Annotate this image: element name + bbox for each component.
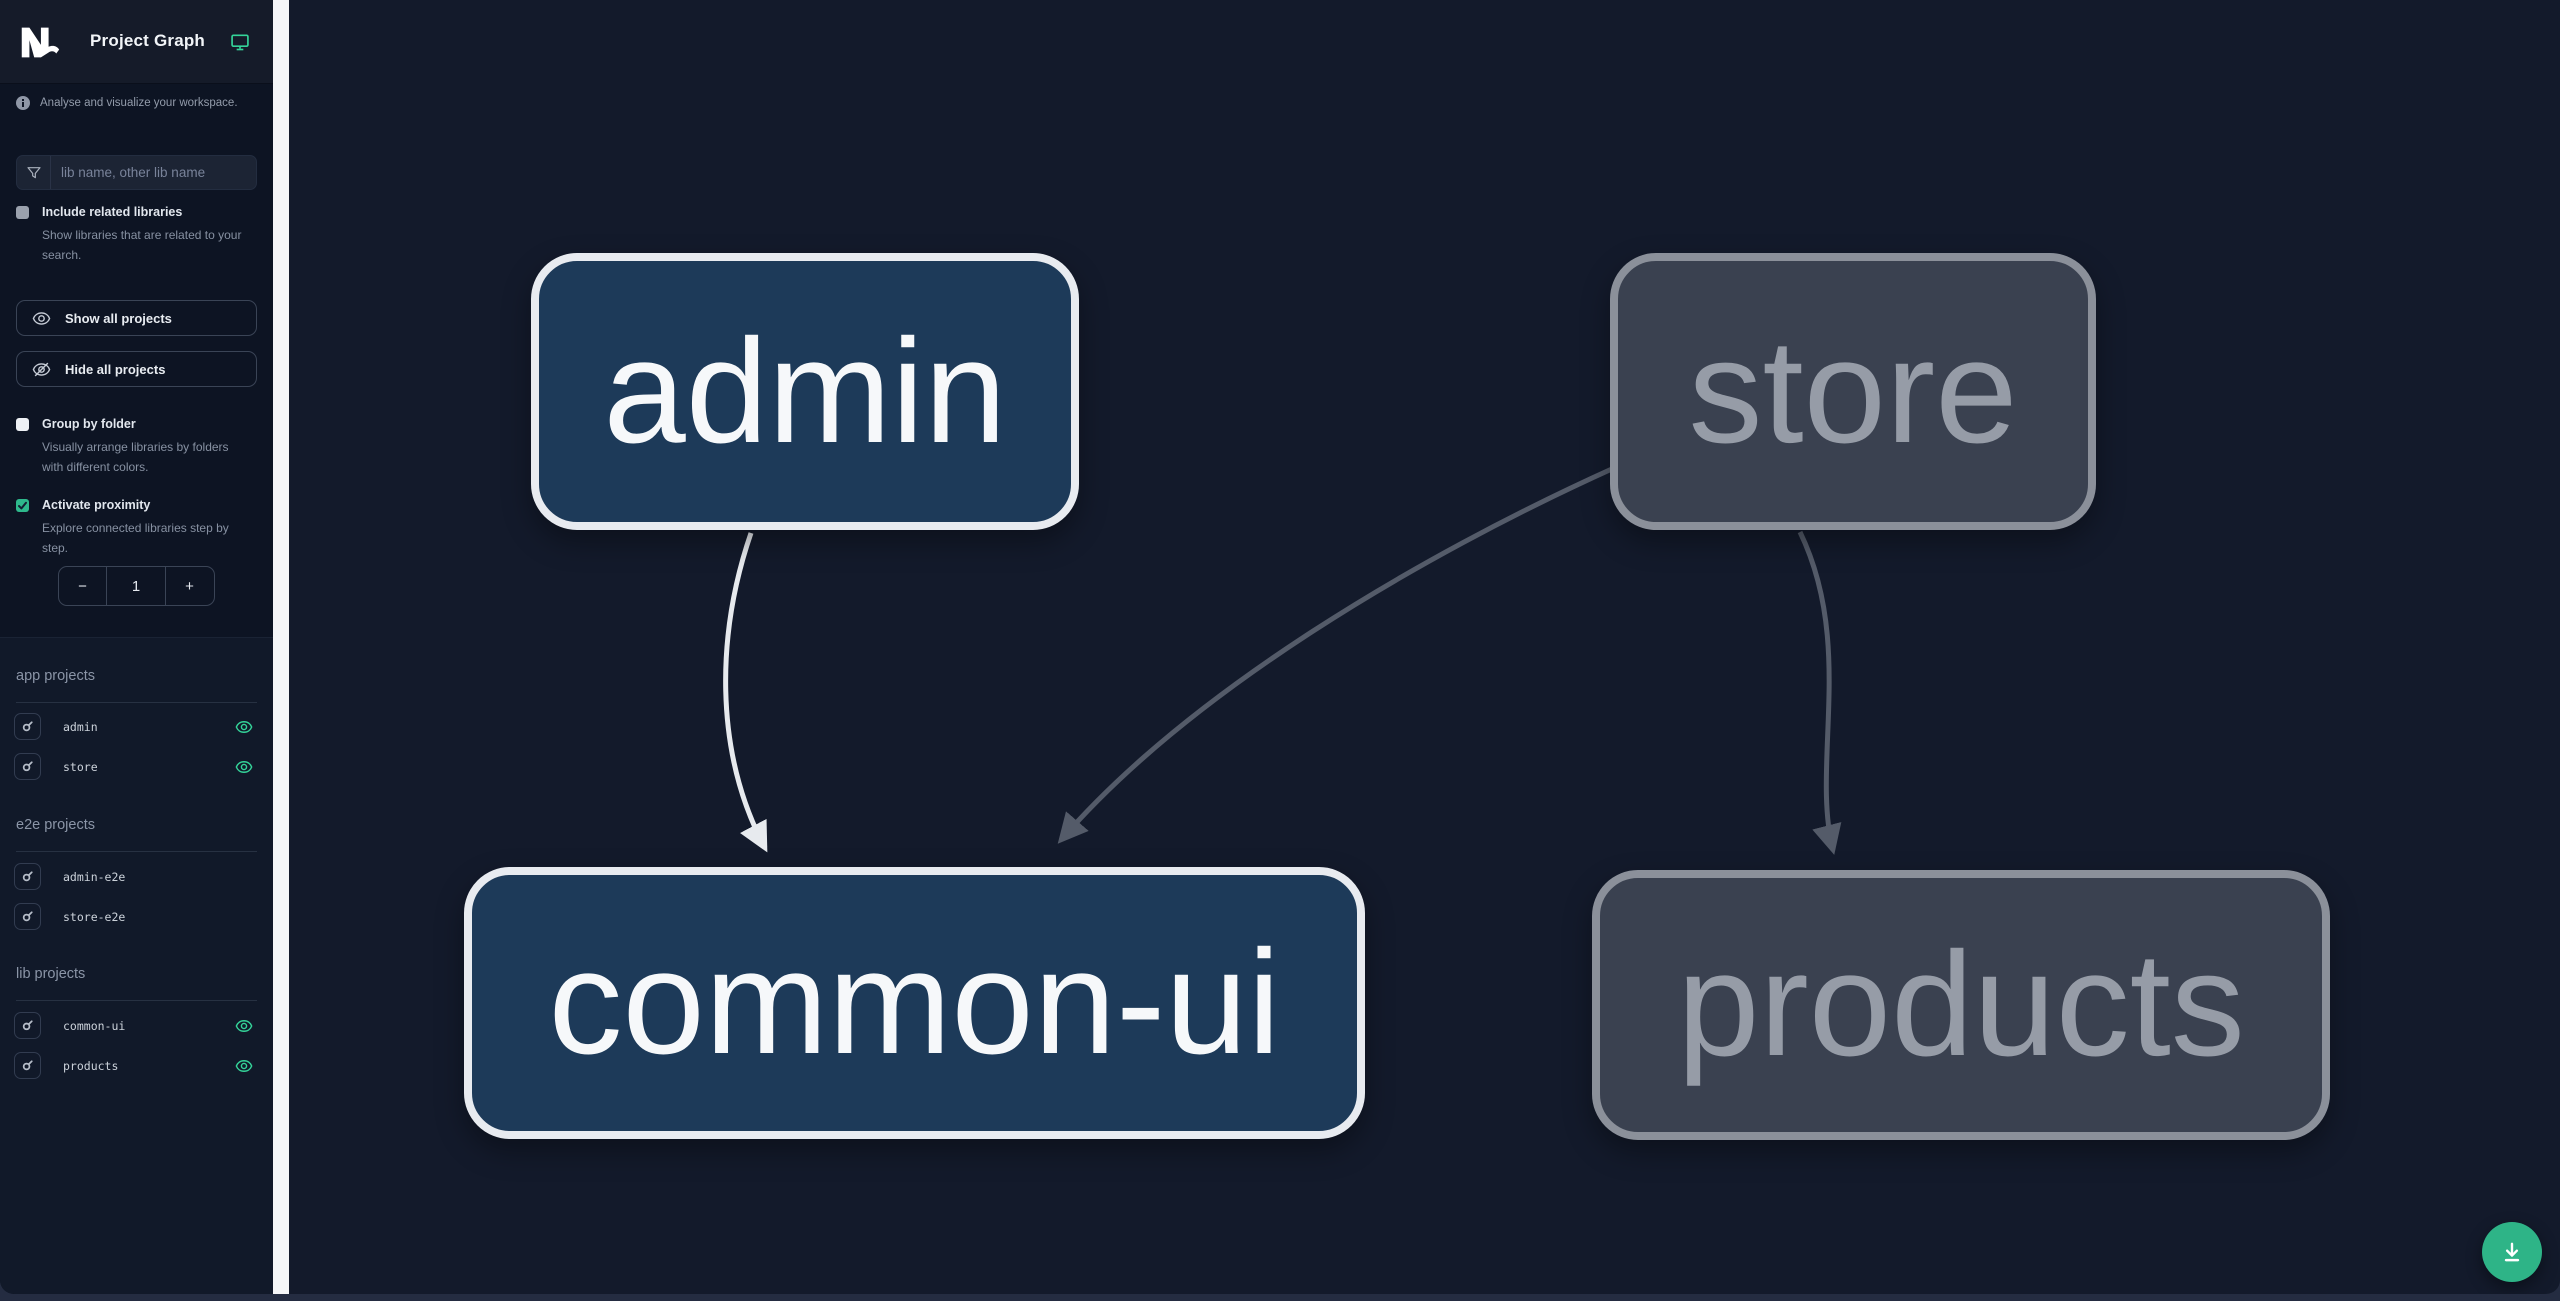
focus-icon [22,1020,33,1031]
nx-logo-icon [21,27,60,58]
filter-input[interactable] [51,156,256,189]
include-related-label: Include related libraries [42,205,183,219]
focus-icon [22,911,33,922]
project-name[interactable]: common-ui [63,1018,126,1033]
funnel-icon [17,156,51,189]
sidebar: Project Graph Analyse and visualize your… [0,0,273,1294]
node-label: store [1688,308,2018,474]
graph-node-store[interactable]: store [1610,253,2096,530]
graph-node-common-ui[interactable]: common-ui [464,867,1365,1139]
focus-project-button[interactable] [14,903,41,930]
project-name[interactable]: store-e2e [63,909,126,924]
edge-admin-to-common-ui [723,532,768,853]
section-title-app-projects: app projects [16,668,95,684]
project-row-common-ui: common-ui [14,1012,259,1039]
include-related-group: Include related libraries Show libraries… [16,205,246,265]
visibility-eye-icon[interactable] [235,1057,253,1075]
eye-icon [32,311,51,325]
group-by-folder-checkbox[interactable] [16,418,29,431]
node-label: admin [603,308,1007,474]
group-by-folder-desc: Visually arrange libraries by folders wi… [42,440,229,474]
focus-project-button[interactable] [14,753,41,780]
focus-icon [22,721,33,732]
visibility-eye-icon[interactable] [235,758,253,776]
download-icon [2504,1242,2520,1262]
section-title-lib-projects: lib projects [16,966,86,982]
graph-node-products[interactable]: products [1592,870,2330,1140]
project-row-products: products [14,1052,259,1079]
section-divider [16,702,257,703]
graph-canvas[interactable]: admin store common-ui products [289,0,2560,1294]
visibility-eye-icon[interactable] [235,1017,253,1035]
project-row-store: store [14,753,259,780]
proximity-stepper: − 1 + [58,566,215,606]
eye-off-icon [32,362,51,376]
sidebar-titlebar: Project Graph [0,0,273,84]
node-label: common-ui [548,920,1281,1085]
proximity-decrement-button[interactable]: − [59,567,107,605]
sidebar-resize-handle[interactable] [273,0,289,1294]
focus-project-button[interactable] [14,1052,41,1079]
focus-project-button[interactable] [14,1012,41,1039]
workspace-info: Analyse and visualize your workspace. [16,96,238,110]
project-name[interactable]: admin-e2e [63,869,126,884]
include-related-desc: Show libraries that are related to your … [42,228,242,262]
section-divider [16,1000,257,1001]
section-title-e2e-projects: e2e projects [16,817,95,833]
proximity-value: 1 [131,577,141,595]
group-by-folder-group: Group by folder Visually arrange librari… [16,417,246,477]
project-row-admin-e2e: admin-e2e [14,863,259,890]
graph-edges [723,465,1842,855]
activate-proximity-label: Activate proximity [42,498,151,512]
download-image-button[interactable] [2482,1222,2542,1282]
focus-icon [22,871,33,882]
checkmark-icon [18,501,27,510]
info-icon [16,96,30,110]
focus-icon [22,761,33,772]
focus-icon [22,1060,33,1071]
activate-proximity-checkbox[interactable] [16,499,29,512]
show-all-projects-label: Show all projects [65,310,172,326]
section-divider [16,851,257,852]
include-related-checkbox[interactable] [16,206,29,219]
focus-project-button[interactable] [14,713,41,740]
monitor-icon [231,34,249,51]
edge-store-to-common-ui [1057,465,1616,844]
group-by-folder-label: Group by folder [42,417,136,431]
edge-store-to-products [1797,530,1842,855]
node-label: products [1677,922,2245,1087]
filter-box [16,155,257,190]
show-all-projects-button[interactable]: Show all projects [16,300,257,336]
graph-node-admin[interactable]: admin [531,253,1079,530]
project-name[interactable]: store [63,759,98,774]
page-title: Project Graph [90,31,206,50]
activate-proximity-group: Activate proximity Explore connected lib… [16,498,246,558]
project-list-panel [0,637,273,1294]
project-name[interactable]: products [63,1058,119,1073]
project-name[interactable]: admin [63,719,98,734]
focus-project-button[interactable] [14,863,41,890]
activate-proximity-desc: Explore connected libraries step by step… [42,521,229,555]
project-row-store-e2e: store-e2e [14,903,259,930]
hide-all-projects-label: Hide all projects [65,361,166,377]
workspace-subtitle: Analyse and visualize your workspace. [40,97,238,109]
visibility-eye-icon[interactable] [235,718,253,736]
hide-all-projects-button[interactable]: Hide all projects [16,351,257,387]
proximity-increment-button[interactable]: + [165,567,213,605]
project-row-admin: admin [14,713,259,740]
